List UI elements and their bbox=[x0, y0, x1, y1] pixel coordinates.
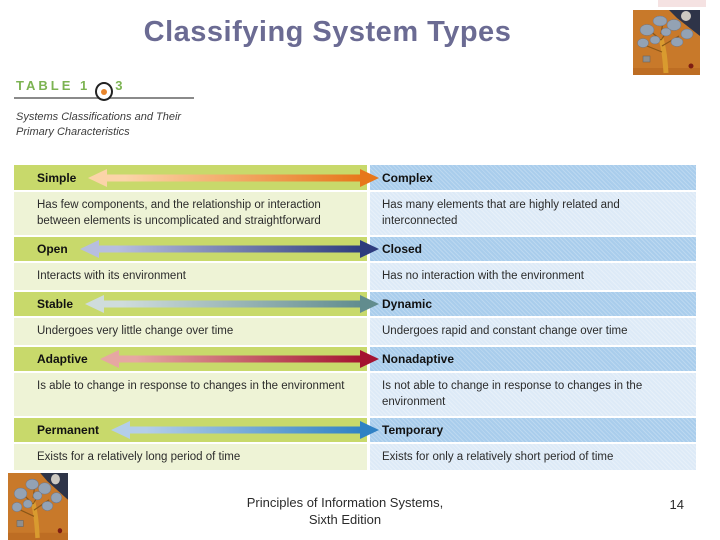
row-label: Stable bbox=[37, 297, 74, 311]
row-label: Adaptive bbox=[37, 352, 88, 366]
page-title: Classifying System Types bbox=[143, 16, 512, 48]
arrow-shaft bbox=[115, 355, 363, 363]
desc-cell-closed: Has no interaction with the environment bbox=[370, 263, 696, 290]
row-label: Open bbox=[37, 242, 68, 256]
classification-table: Simple Complex Has few components, and t… bbox=[14, 165, 696, 470]
double-arrow-icon bbox=[88, 168, 379, 188]
arrow-right-head bbox=[360, 421, 379, 439]
table-caption-line2: Primary Characteristics bbox=[16, 125, 130, 138]
arrow-right-head bbox=[360, 168, 379, 187]
arrow-left-head bbox=[99, 350, 119, 368]
header-cell-simple: Simple bbox=[14, 165, 379, 190]
desc-cell-adaptive: Is able to change in response to changes… bbox=[14, 373, 367, 416]
arrow-left-head bbox=[85, 295, 105, 313]
arrow-left-head bbox=[79, 240, 99, 258]
header-cell-stable: Stable bbox=[14, 292, 379, 316]
header-cell-complex: Complex bbox=[370, 165, 696, 190]
desc-cell-simple: Has few components, and the relationship… bbox=[14, 192, 367, 235]
arrow-left-head bbox=[111, 421, 131, 439]
arrow-shaft bbox=[104, 174, 363, 181]
arrow-right-head bbox=[360, 295, 379, 313]
header-cell-nonadaptive: Nonadaptive bbox=[370, 347, 696, 371]
arrow-shaft bbox=[101, 300, 363, 308]
table-label-prefix: TABLE 1 bbox=[16, 78, 91, 93]
arrow-left-head bbox=[88, 168, 108, 187]
row-label: Permanent bbox=[37, 423, 100, 437]
header-cell-temporary: Temporary bbox=[370, 418, 696, 442]
desc-cell-nonadaptive: Is not able to change in response to cha… bbox=[370, 373, 696, 416]
footer-line1: Principles of Information Systems, bbox=[246, 495, 444, 510]
row-label: Simple bbox=[37, 170, 77, 185]
table-label: TABLE 1 3 bbox=[16, 78, 236, 101]
desc-cell-stable: Undergoes very little change over time bbox=[14, 318, 367, 345]
double-arrow-icon bbox=[85, 294, 379, 314]
tree-painting-icon bbox=[633, 10, 700, 75]
desc-cell-permanent: Exists for a relatively long period of t… bbox=[14, 444, 367, 470]
arrow-shaft bbox=[95, 245, 363, 253]
page-number: 14 bbox=[669, 497, 684, 512]
double-arrow-icon bbox=[111, 420, 379, 440]
table-label-suffix: 3 bbox=[115, 78, 126, 93]
double-arrow-icon bbox=[99, 349, 379, 369]
arrow-right-head bbox=[360, 240, 379, 258]
tree-painting-icon bbox=[8, 473, 68, 540]
footer-line2: Sixth Edition bbox=[308, 511, 382, 527]
desc-cell-dynamic: Undergoes rapid and constant change over… bbox=[370, 318, 696, 345]
table-label-block: TABLE 1 3 Systems Classifications and Th… bbox=[14, 78, 236, 140]
header-cell-adaptive: Adaptive bbox=[14, 347, 379, 371]
desc-cell-open: Interacts with its environment bbox=[14, 263, 367, 290]
header-cell-permanent: Permanent bbox=[14, 418, 379, 442]
table-caption: Systems Classifications and Their Primar… bbox=[16, 110, 236, 140]
orange-dot-icon bbox=[101, 88, 108, 95]
header-cell-closed: Closed bbox=[370, 237, 696, 261]
table-caption-line1: Systems Classifications and Their bbox=[16, 111, 182, 123]
footer: Principles of Information Systems, Sixth… bbox=[160, 495, 530, 529]
arrow-right-head bbox=[360, 350, 379, 368]
double-arrow-icon bbox=[79, 239, 379, 259]
desc-cell-temporary: Exists for only a relatively short perio… bbox=[370, 444, 696, 470]
header-cell-open: Open bbox=[14, 237, 379, 261]
arrow-shaft bbox=[127, 426, 363, 434]
circled-dot-icon bbox=[95, 82, 114, 101]
header-cell-dynamic: Dynamic bbox=[370, 292, 696, 316]
desc-cell-complex: Has many elements that are highly relate… bbox=[370, 192, 696, 235]
top-edge-accent bbox=[658, 0, 706, 7]
